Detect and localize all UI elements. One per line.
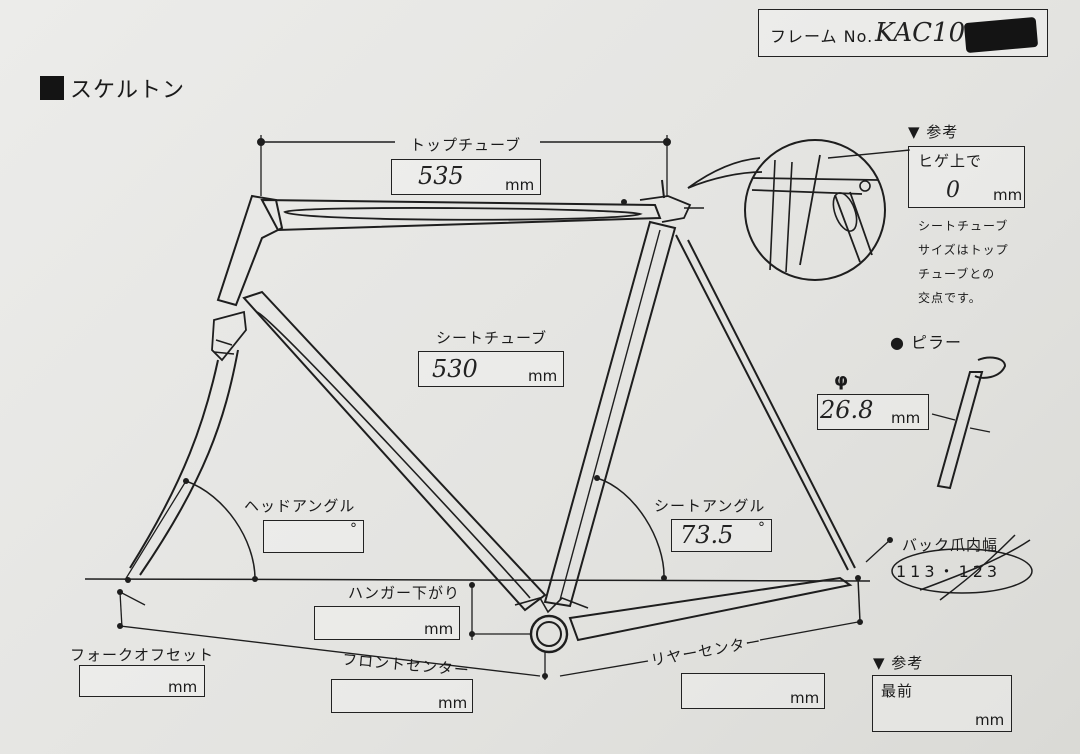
reference-top-box: [908, 146, 1025, 208]
rear-center-unit: mm: [790, 689, 820, 707]
reference-top-note: シートチューブ サイズはトップ チューブとの 交点です。: [918, 219, 1009, 305]
seat-angle-arc: [596, 477, 665, 579]
seat-angle-value: 73.5: [680, 521, 734, 549]
seat-angle-unit: °: [758, 520, 765, 536]
seat-angle-label: シートアングル: [654, 497, 766, 515]
front-center-field: [331, 679, 473, 713]
seat-tube-value: 530: [432, 355, 478, 383]
top-tube-label: トップチューブ: [410, 136, 522, 154]
reference-bottom-label: ▼ 参考: [873, 654, 924, 672]
head-angle-field: [263, 520, 364, 553]
reference-top-value: 0: [946, 178, 960, 203]
detail-zoom-circle: [744, 139, 886, 281]
chain-stay: [568, 576, 853, 642]
reference-top-unit: mm: [993, 186, 1023, 204]
top-tube: [260, 198, 662, 232]
bottom-bracket: [529, 614, 569, 654]
pillar-value: 26.8: [820, 396, 874, 424]
reference-bottom-unit: mm: [975, 711, 1005, 729]
seat-tube-unit: mm: [528, 367, 558, 385]
section-title: スケルトン: [70, 78, 186, 103]
pillar-field: [817, 394, 929, 430]
fork: [129, 349, 239, 576]
reference-bottom-sublabel: 最前: [881, 682, 914, 700]
frame-number-label: フレーム No.: [770, 27, 874, 46]
back-width-separator: ・: [938, 562, 959, 581]
fork-offset-field: [79, 665, 205, 697]
head-angle-unit: °: [350, 521, 357, 537]
pillar-unit: mm: [891, 409, 921, 427]
reference-top-sublabel: ヒゲ上で: [918, 152, 983, 170]
head-angle-label: ヘッドアングル: [244, 497, 356, 515]
back-width-options: 113・123: [896, 558, 1001, 582]
reference-bottom-box: [872, 675, 1012, 732]
back-width-option-a: 113: [896, 562, 939, 581]
bb-drop-unit: mm: [424, 620, 454, 638]
seatpost-icon: [936, 371, 984, 490]
top-tube-value: 535: [418, 162, 464, 190]
section-bullet-icon: [40, 76, 64, 100]
seat-tube: [543, 220, 677, 608]
bb-drop-label: ハンガー下がり: [348, 584, 461, 602]
front-center-unit: mm: [438, 694, 468, 712]
seat-tube-field: [418, 351, 564, 387]
seat-tube-label: シートチューブ: [436, 329, 548, 347]
bb-drop-field: [314, 606, 460, 640]
frame-number-redaction: [963, 16, 1039, 54]
back-width-option-b: 123: [958, 562, 1002, 581]
down-tube: [242, 290, 547, 612]
seat-angle-field: [671, 519, 772, 552]
pillar-label: ● ピラー: [890, 333, 963, 352]
fork-offset-unit: mm: [168, 678, 198, 696]
rear-center-field: [681, 673, 825, 709]
fork-offset-label: フォークオフセット: [70, 646, 215, 664]
pillar-phi-symbol: φ: [834, 370, 850, 391]
reference-top-label: ▼ 参考: [908, 123, 959, 141]
seat-stay: [675, 234, 856, 571]
frame-number-value: KAC10: [875, 18, 966, 48]
back-width-label: バック爪内幅: [902, 536, 999, 554]
top-tube-unit: mm: [505, 176, 535, 194]
head-angle-arc: [185, 480, 256, 580]
top-tube-field: [391, 159, 541, 195]
head-tube: [216, 194, 284, 307]
baseline: [84, 578, 871, 582]
